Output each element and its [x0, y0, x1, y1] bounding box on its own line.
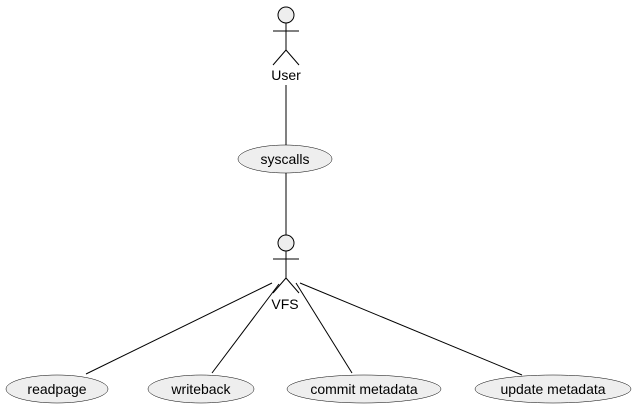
edge-vfs-commit-metadata	[295, 282, 353, 374]
actor-user: User	[271, 6, 301, 83]
usecase-writeback-label: writeback	[170, 381, 231, 397]
usecase-writeback: writeback	[147, 374, 255, 404]
usecase-update-metadata: update metadata	[474, 374, 632, 404]
usecase-update-metadata-shape	[474, 374, 632, 404]
actor-vfs: VFS	[271, 234, 300, 312]
actor-user-left-leg	[272, 49, 287, 66]
usecase-writeback-shape	[147, 374, 255, 404]
usecase-update-metadata-label: update metadata	[500, 381, 605, 397]
actor-vfs-label: VFS	[271, 296, 298, 312]
edge-vfs-update-metadata	[299, 282, 523, 376]
actor-user-head	[277, 6, 295, 24]
usecase-commit-metadata-shape	[286, 374, 442, 404]
usecase-commit-metadata-label: commit metadata	[310, 381, 418, 397]
actor-user-label: User	[271, 67, 301, 83]
usecase-readpage-shape	[5, 374, 109, 404]
usecase-syscalls-shape	[237, 144, 333, 174]
usecase-readpage-label: readpage	[27, 381, 86, 397]
actor-user-right-leg	[285, 49, 300, 66]
usecase-syscalls: syscalls	[237, 144, 333, 174]
edge-vfs-readpage	[85, 282, 273, 375]
edges	[85, 85, 523, 376]
usecase-syscalls-label: syscalls	[260, 151, 309, 167]
usecase-commit-metadata: commit metadata	[286, 374, 442, 404]
edge-vfs-writeback	[211, 283, 280, 374]
actor-vfs-head	[277, 234, 295, 252]
actor-vfs-left-leg	[272, 277, 287, 294]
usecase-readpage: readpage	[5, 374, 109, 404]
actor-vfs-right-leg	[285, 277, 300, 294]
